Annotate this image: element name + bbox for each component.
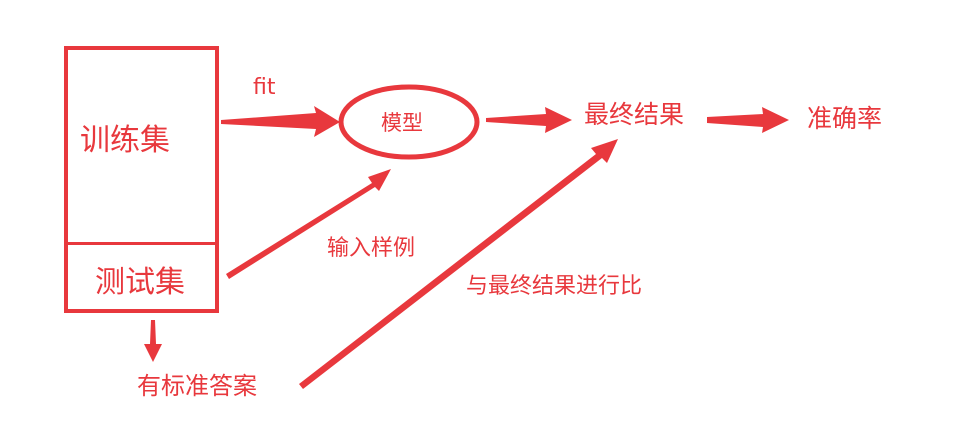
model-to-result-arrow [486, 107, 572, 133]
final-result-label: 最终结果 [584, 100, 685, 129]
compare-label: 与最终结果进行比 [466, 274, 643, 299]
result-to-accuracy-arrow [707, 107, 789, 133]
fit-label: fit [253, 75, 276, 100]
fit-arrow [221, 106, 340, 137]
down-arrow [144, 320, 162, 362]
input-samples-arrow [226, 169, 391, 279]
input-samples-label: 输入样例 [327, 236, 416, 261]
training-set-label: 训练集 [80, 123, 170, 158]
labeled-answers-label: 有标准答案 [137, 372, 257, 400]
model-ellipse [338, 84, 480, 160]
test-set-label: 测试集 [95, 265, 185, 300]
compare-arrow [299, 139, 618, 389]
accuracy-label: 准确率 [807, 104, 883, 133]
model-label: 模型 [381, 111, 423, 135]
dataset-divider [64, 242, 219, 245]
dataset-box [64, 46, 219, 313]
